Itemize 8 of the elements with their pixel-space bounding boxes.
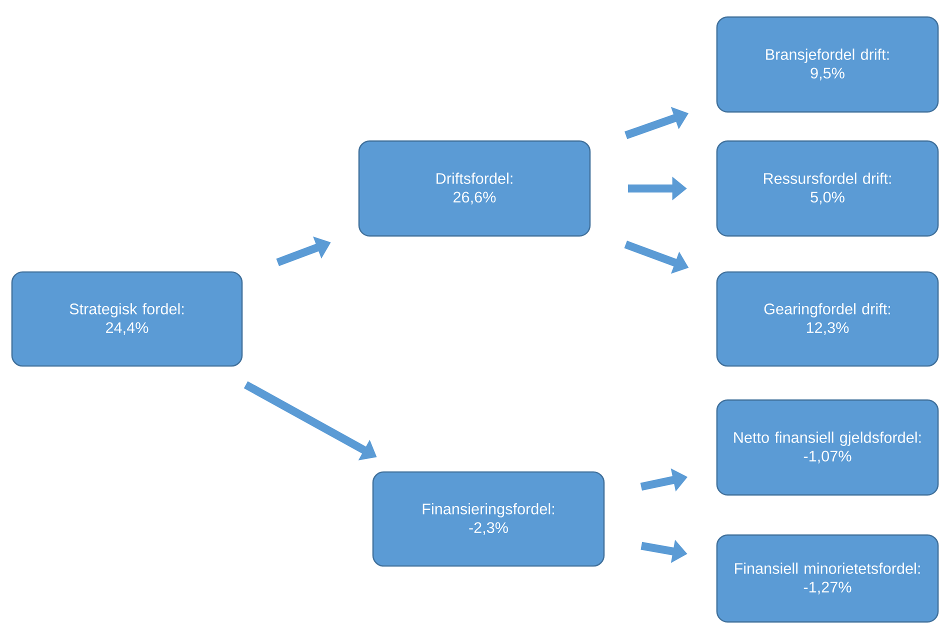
- process-box: Finansieringsfordel: -2,3%: [372, 471, 605, 567]
- process-box: Driftsfordel: 26,6%: [358, 140, 591, 237]
- process-box: Netto finansiell gjeldsfordel: -1,07%: [716, 399, 939, 496]
- process-box: Finansiell minorietetsfordel: -1,27%: [716, 534, 939, 623]
- process-box: Bransjefordel drift: 9,5%: [716, 16, 939, 113]
- process-box: Ressursfordel drift: 5,0%: [716, 140, 939, 237]
- process-box: Strategisk fordel: 24,4%: [11, 271, 243, 367]
- process-box: Gearingfordel drift: 12,3%: [716, 271, 939, 367]
